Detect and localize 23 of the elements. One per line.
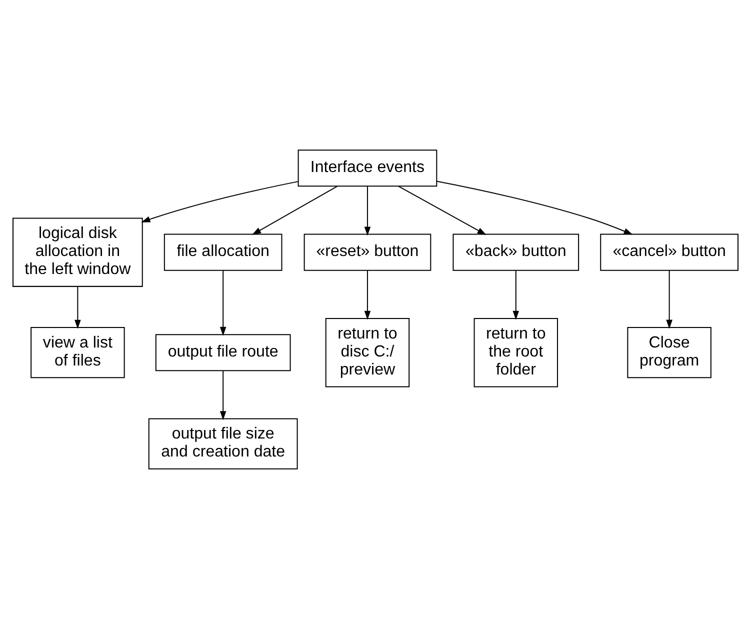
arrow: [219, 270, 226, 336]
node-box: output file size and creation date: [148, 418, 298, 469]
node-box: Close program: [626, 326, 711, 378]
node-box: output file route: [154, 334, 290, 371]
arrow: [436, 180, 632, 234]
node-box: Interface events: [297, 149, 437, 186]
node-box: «back» button: [452, 233, 579, 270]
arrow: [252, 185, 337, 234]
node-box: return to the root folder: [473, 318, 558, 387]
arrow: [512, 270, 519, 320]
node-box: return to disc C:/ preview: [324, 318, 410, 387]
arrow: [364, 186, 370, 236]
arrow: [666, 270, 672, 328]
node-box: file allocation: [163, 233, 282, 270]
arrow: [140, 180, 298, 222]
node-box: logical disk allocation in the left window: [12, 217, 142, 286]
node-box: view a list of files: [30, 326, 124, 378]
node-box: «cancel» button: [600, 233, 738, 270]
arrow: [364, 270, 370, 320]
arrow: [219, 370, 226, 420]
arrow: [74, 286, 80, 328]
arrow: [398, 185, 486, 234]
node-box: «reset» button: [303, 233, 431, 270]
